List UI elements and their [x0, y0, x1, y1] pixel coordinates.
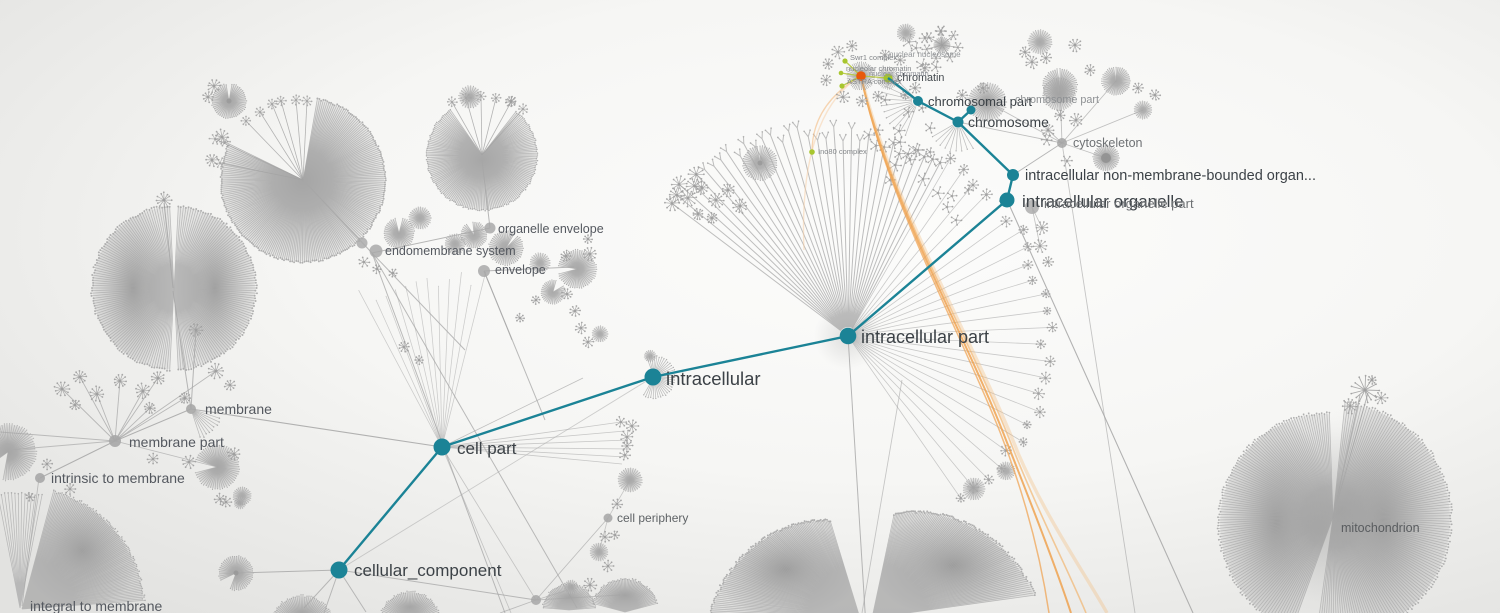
svg-text:Swr1 complex: Swr1 complex [850, 53, 897, 62]
svg-text:nucleolar chromatin: nucleolar chromatin [846, 64, 911, 73]
svg-text:organelle envelope: organelle envelope [498, 222, 604, 236]
svg-text:chromosomal part: chromosomal part [928, 94, 1032, 109]
svg-text:nuclear nucleosome: nuclear nucleosome [889, 50, 961, 59]
svg-text:cytoskeleton: cytoskeleton [1073, 136, 1143, 150]
svg-text:intracellular: intracellular [666, 368, 761, 389]
svg-text:membrane: membrane [205, 401, 272, 417]
svg-text:ASTRA complex: ASTRA complex [847, 77, 902, 86]
svg-text:chromosome: chromosome [968, 114, 1049, 130]
svg-text:nuclear chromatin: nuclear chromatin [869, 69, 929, 78]
svg-text:intracellular non-membrane-bou: intracellular non-membrane-bounded organ… [1025, 168, 1316, 184]
svg-text:Ino80 complex: Ino80 complex [818, 147, 867, 156]
svg-text:integral to membrane: integral to membrane [30, 598, 163, 613]
svg-text:chromatin: chromatin [897, 72, 944, 84]
svg-text:intracellular organelle: intracellular organelle [1022, 192, 1184, 211]
svg-text:intracellular part: intracellular part [861, 327, 989, 347]
svg-text:membrane part: membrane part [129, 434, 224, 450]
svg-text:intracellular organelle part: intracellular organelle part [1044, 196, 1194, 211]
svg-text:mitochondrion: mitochondrion [1341, 521, 1420, 535]
svg-text:envelope: envelope [495, 263, 546, 277]
svg-text:cell part: cell part [457, 439, 517, 458]
svg-text:endomembrane system: endomembrane system [385, 244, 516, 258]
svg-text:chromosome part: chromosome part [1015, 94, 1099, 106]
svg-text:cell periphery: cell periphery [617, 511, 688, 525]
svg-text:intrinsic to membrane: intrinsic to membrane [51, 470, 185, 486]
svg-text:cellular_component: cellular_component [354, 561, 502, 580]
